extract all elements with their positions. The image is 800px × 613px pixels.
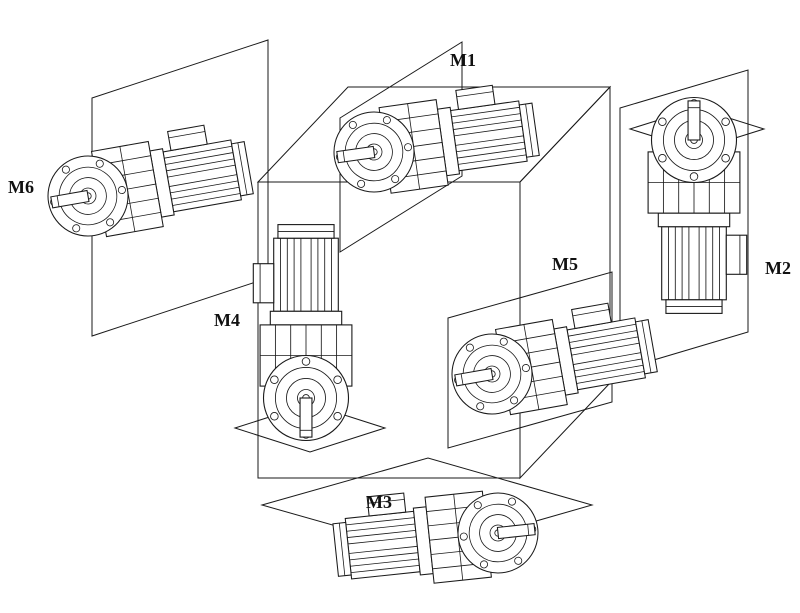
label-m2: M2: [765, 258, 791, 278]
label-m1: M1: [450, 50, 476, 70]
gearmotor-m3-illustration: [329, 478, 543, 594]
gearmotor-m6-illustration: [39, 118, 257, 247]
mounting-plane-m1: [339, 41, 463, 253]
label-m6: M6: [8, 177, 34, 197]
label-m3: M3: [366, 492, 392, 512]
mounting-plane-m2: [619, 69, 749, 371]
gearmotor-m5-illustration: [443, 296, 661, 425]
mounting-plane-m5: [447, 271, 613, 449]
label-m4: M4: [214, 310, 240, 330]
gearmotor-m2-illustration: [647, 96, 748, 314]
label-m5: M5: [552, 254, 578, 274]
